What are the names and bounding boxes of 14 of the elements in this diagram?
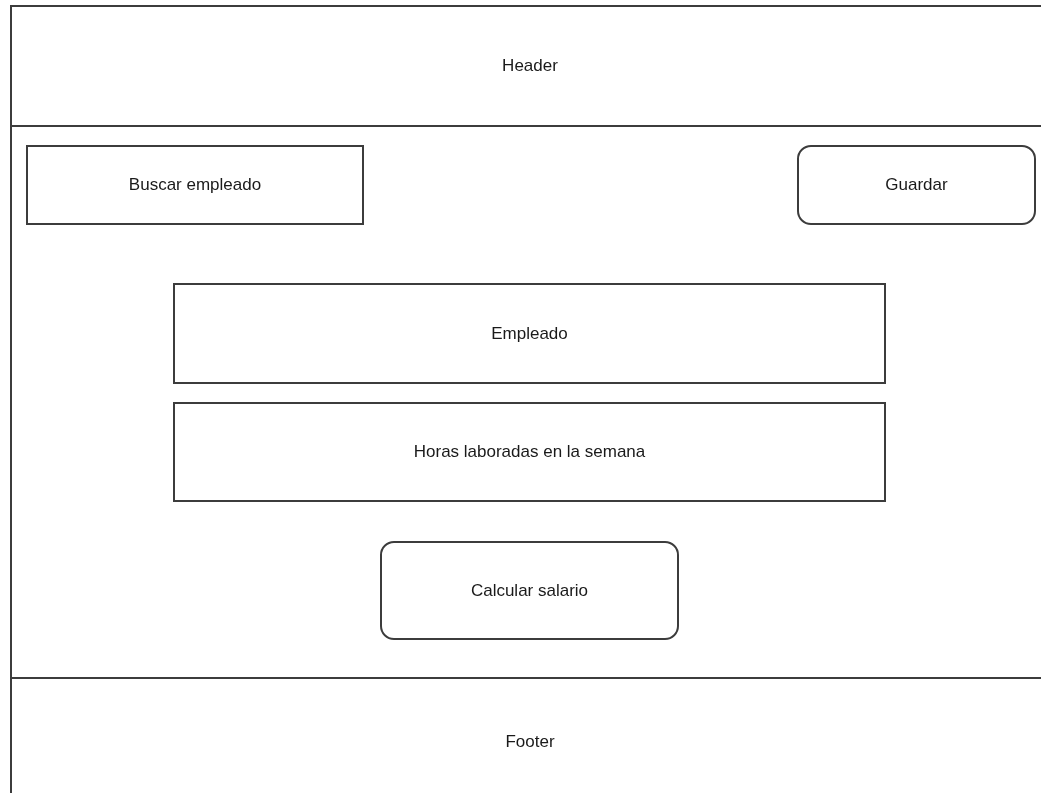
node-label: Buscar empleado [127, 175, 263, 195]
header-band [10, 5, 1041, 127]
node-label: Calcular salario [469, 580, 590, 601]
node-label: Empleado [490, 323, 569, 344]
node-label: Footer [504, 732, 556, 752]
field-box [173, 402, 886, 502]
calculate-button [380, 541, 679, 640]
footer-band [10, 677, 1041, 793]
save-button [797, 145, 1036, 225]
node-label: Horas laboradas en la semana [412, 442, 647, 462]
search-box [26, 145, 364, 225]
node-label: Header [501, 56, 559, 76]
field-box [173, 283, 886, 384]
node-label: Guardar [884, 175, 949, 195]
